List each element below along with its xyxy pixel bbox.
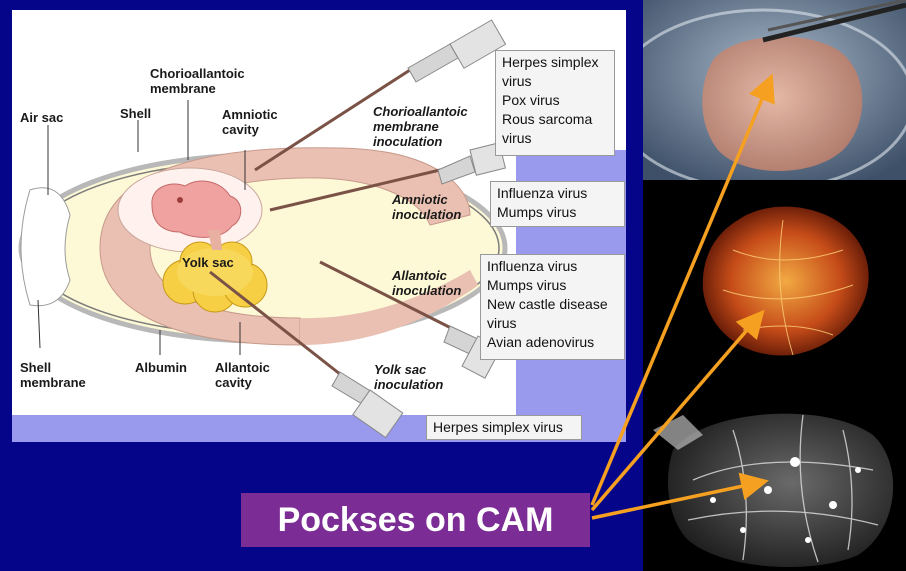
virus-box-amniotic: Influenza virus Mumps virus — [490, 181, 625, 227]
label-shell: Shell — [120, 106, 151, 121]
virus-item: Mumps virus — [487, 276, 618, 295]
egg-inoculation-diagram: Air sac Shell Chorioallantoic membrane A… — [0, 0, 640, 571]
label-allantoic-inoculation: Allantoic inoculation — [392, 268, 482, 298]
virus-box-cam: Herpes simplex virus Pox virus Rous sarc… — [495, 50, 615, 156]
label-amniotic-cavity: Amniotic cavity — [222, 107, 302, 137]
photo-cam-dish-graphics — [643, 0, 906, 180]
virus-item: Avian adenovirus — [487, 333, 618, 352]
label-allantoic-cavity: Allantoic cavity — [215, 360, 295, 390]
air-sac — [21, 188, 70, 306]
photo-cam-dish — [643, 0, 906, 180]
photo-cam-fluorescent — [643, 180, 906, 390]
virus-item: Influenza virus — [497, 184, 618, 203]
photo-cam-fluorescent-graphics — [643, 180, 906, 390]
label-chorioallantoic-membrane: Chorioallantoic membrane — [150, 66, 280, 96]
virus-item: Influenza virus — [487, 257, 618, 276]
virus-box-allantoic: Influenza virus Mumps virus New castle d… — [480, 254, 625, 360]
photo-cam-xray — [643, 390, 906, 571]
virus-item: Herpes simplex virus — [433, 418, 575, 437]
label-yolk-sac: Yolk sac — [182, 255, 234, 270]
virus-item: Rous sarcoma virus — [502, 110, 608, 148]
label-shell-membrane: Shell membrane — [20, 360, 110, 390]
label-air-sac: Air sac — [20, 110, 63, 125]
label-amniotic-inoculation: Amniotic inoculation — [392, 192, 482, 222]
virus-item: Pox virus — [502, 91, 608, 110]
virus-item: New castle disease virus — [487, 295, 618, 333]
label-yolk-inoculation: Yolk sac inoculation — [374, 362, 464, 392]
virus-item: Herpes simplex virus — [502, 53, 608, 91]
photo-cam-xray-graphics — [643, 390, 906, 571]
label-albumin: Albumin — [135, 360, 187, 375]
label-cam-inoculation: Chorioallantoic membrane inoculation — [373, 104, 498, 149]
virus-item: Mumps virus — [497, 203, 618, 222]
virus-box-yolk: Herpes simplex virus — [426, 415, 582, 440]
embryo-eye — [177, 197, 183, 203]
pockses-caption: Pockses on CAM — [241, 493, 590, 547]
